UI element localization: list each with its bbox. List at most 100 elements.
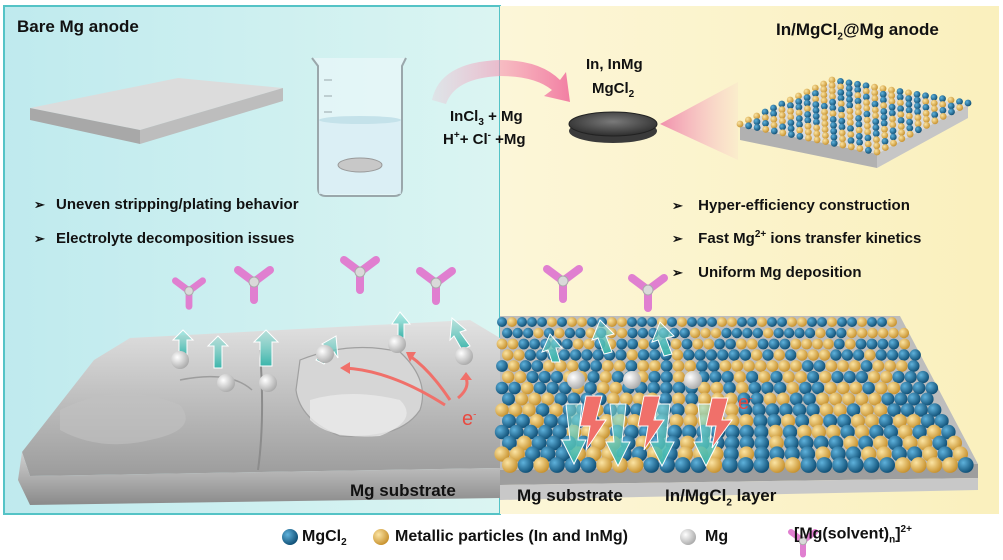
layer-particle xyxy=(887,381,901,395)
reaction-line-2: H++ Cl- +Mg xyxy=(443,130,526,148)
plate-particle xyxy=(880,96,887,104)
layer-particle xyxy=(692,338,704,350)
layer-particle xyxy=(752,403,766,417)
layer-particle xyxy=(581,349,593,361)
plate-particle xyxy=(795,92,802,100)
layer-particle xyxy=(879,457,895,473)
layer-particle xyxy=(899,338,910,350)
layer-particle xyxy=(900,381,913,395)
layer-particle xyxy=(848,360,861,372)
layer-particle xyxy=(727,317,737,327)
layer-particle xyxy=(719,360,732,372)
layer-particle xyxy=(912,424,927,440)
plate-particle xyxy=(906,124,914,132)
layer-particle xyxy=(883,424,898,440)
layer-particle xyxy=(847,317,857,327)
plate-particle xyxy=(923,115,930,123)
right-electron-label: e- xyxy=(738,392,753,414)
layer-particle xyxy=(806,403,820,417)
plate-particle xyxy=(947,102,955,110)
layer-particle xyxy=(794,327,805,339)
plate-particle xyxy=(864,128,871,136)
plate-particle xyxy=(854,86,862,94)
layer-particle xyxy=(575,327,586,339)
plate-particle xyxy=(856,139,863,146)
layer-particle xyxy=(758,370,771,384)
layer-particle xyxy=(737,392,751,406)
legend-solvent-label: [Mg(solvent)n]2+ xyxy=(794,524,912,546)
layer-particle xyxy=(518,338,530,350)
layer-particle xyxy=(776,392,790,406)
right-panel-title: In/MgCl2@Mg anode xyxy=(776,20,939,43)
layer-particle xyxy=(800,457,817,473)
layer-particle xyxy=(497,317,507,327)
layer-particle xyxy=(502,327,513,339)
plate-particle xyxy=(828,82,836,89)
solvent-complex-icon xyxy=(171,277,207,310)
plate-particle xyxy=(745,116,752,124)
plate-particle xyxy=(811,84,819,92)
plate-particle xyxy=(923,121,930,129)
right-bullet-3: Uniform Mg deposition xyxy=(672,263,861,281)
solvent-complex-icon xyxy=(788,529,818,558)
layer-particle xyxy=(792,403,807,417)
layer-particle xyxy=(738,403,753,417)
plate-particle xyxy=(828,87,836,95)
plate-particle xyxy=(830,139,838,147)
layer-particle xyxy=(757,317,767,327)
plate-particle xyxy=(863,110,871,118)
layer-particle xyxy=(779,403,793,417)
plate-particle xyxy=(931,105,938,113)
layer-particle xyxy=(904,370,917,384)
plate-particle xyxy=(930,99,938,107)
layer-particle xyxy=(786,381,799,395)
plate-particle xyxy=(796,126,804,134)
plate-particle xyxy=(837,78,844,85)
product-line-1: In, InMg xyxy=(586,56,643,73)
layer-particle xyxy=(811,381,825,395)
layer-particle xyxy=(796,349,808,361)
plate-particle xyxy=(761,108,769,116)
layer-particle xyxy=(601,360,614,372)
plate-particle xyxy=(803,94,811,101)
layer-particle xyxy=(687,317,697,327)
layer-particle xyxy=(773,381,787,395)
layer-particle xyxy=(627,317,637,327)
layer-particle xyxy=(769,446,785,462)
layer-particle xyxy=(707,360,720,372)
solvent-complex-icon xyxy=(416,267,456,305)
layer-particle xyxy=(894,392,908,406)
layer-particle xyxy=(696,360,708,372)
plate-particle xyxy=(939,113,947,120)
plate-particle xyxy=(838,106,845,113)
layer-particle xyxy=(615,349,627,361)
plate-particle xyxy=(838,117,846,125)
layer-particle xyxy=(637,349,650,361)
layer-particle xyxy=(777,317,787,327)
plate-particle xyxy=(897,105,904,113)
plate-particle xyxy=(845,85,853,92)
layer-particle xyxy=(900,403,915,417)
plate-particle xyxy=(872,124,880,131)
layer-particle xyxy=(672,370,686,384)
layer-particle xyxy=(710,327,722,339)
plate-particle xyxy=(880,114,888,121)
layer-particle xyxy=(507,360,520,372)
layer-particle xyxy=(884,360,896,372)
plate-particle xyxy=(829,98,836,106)
layer-particle xyxy=(746,370,759,384)
plate-particle xyxy=(931,111,939,119)
plate-particle xyxy=(905,112,913,120)
layer-particle xyxy=(739,414,754,428)
layer-particle xyxy=(862,381,875,395)
layer-particle xyxy=(725,424,740,440)
plate-particle xyxy=(745,122,752,130)
layer-particle xyxy=(849,381,863,395)
layer-particle xyxy=(619,392,633,406)
layer-particle xyxy=(707,317,717,327)
layer-particle xyxy=(683,414,698,428)
plate-particle xyxy=(847,137,855,145)
layer-particle xyxy=(920,392,934,406)
layer-particle xyxy=(649,349,661,361)
layer-particle xyxy=(543,414,558,428)
